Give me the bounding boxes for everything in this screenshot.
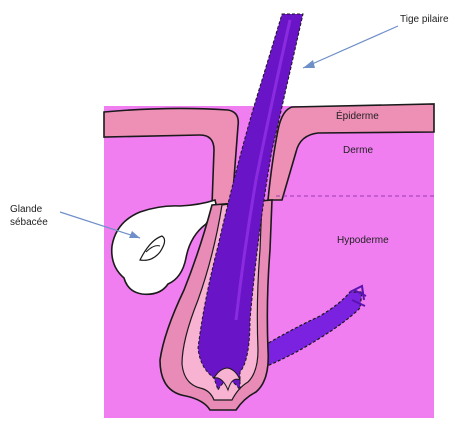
label-derme: Derme (343, 144, 373, 157)
label-glande-line2: sébacée (10, 216, 48, 229)
label-tige-pilaire: Tige pilaire (400, 13, 449, 26)
label-glande-line1: Glande (10, 203, 48, 216)
label-epiderme: Épiderme (336, 110, 379, 123)
label-glande-sebacee: Glande sébacée (10, 203, 48, 229)
label-hypoderme: Hypoderme (337, 234, 389, 247)
tige-pilaire-arrowhead (303, 60, 315, 68)
tige-pilaire-arrow (303, 26, 398, 68)
